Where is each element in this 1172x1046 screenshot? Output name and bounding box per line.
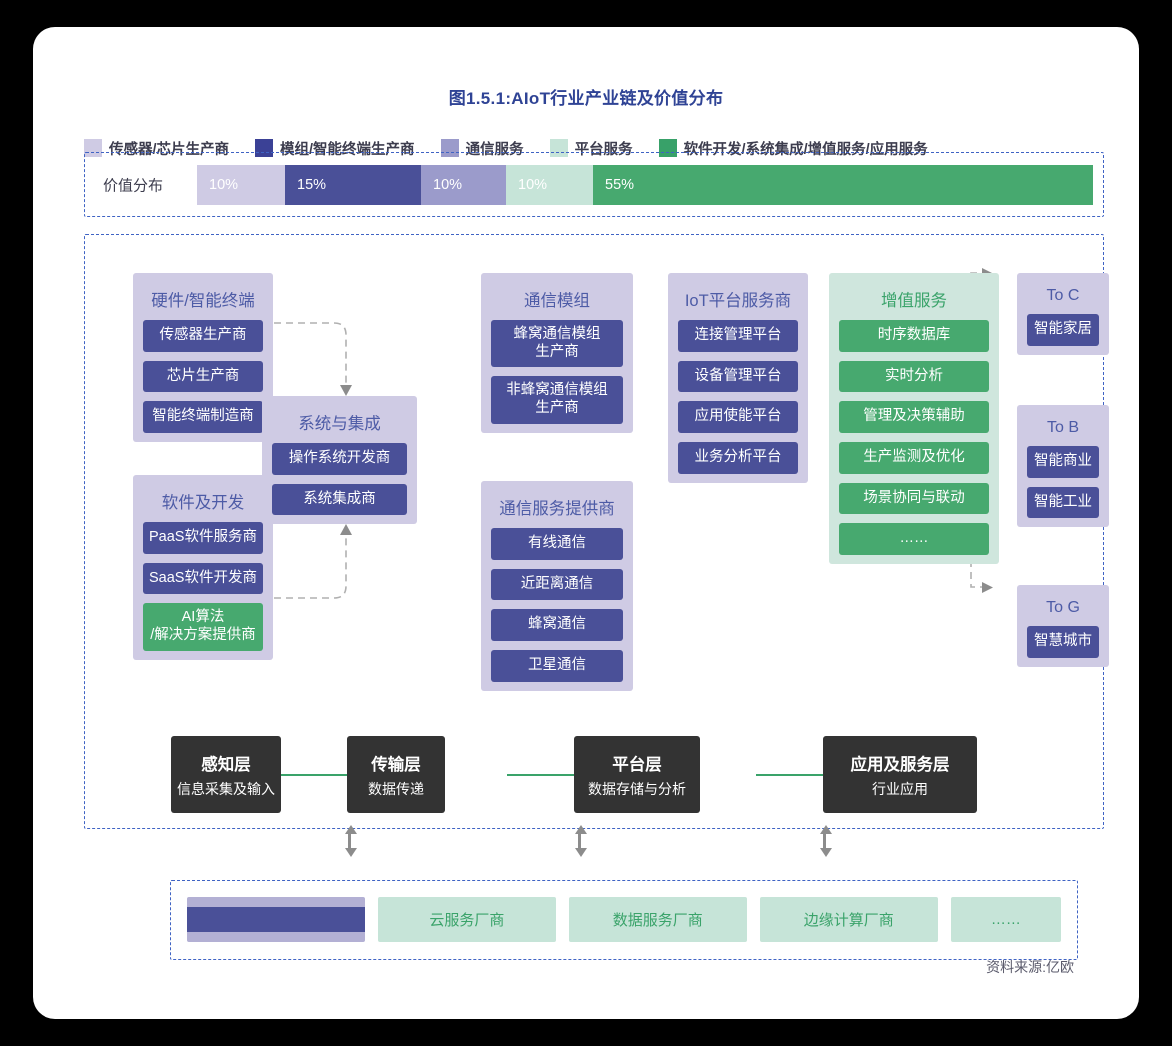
node-smart-home[interactable]: 智能家居	[1027, 314, 1099, 346]
group-software-title: 软件及开发	[161, 494, 245, 512]
group-value-added-services: 增值服务 时序数据库 实时分析 管理及决策辅助 生产监测及优化 场景协同与联动 …	[829, 273, 999, 565]
node-device-mgmt-platform[interactable]: 设备管理平台	[678, 360, 798, 393]
node-timeseries-db[interactable]: 时序数据库	[839, 320, 989, 352]
group-value-added-title: 增值服务	[881, 292, 947, 310]
value-distribution-bar: 10% 15% 10% 10% 55%	[197, 165, 1093, 205]
value-segment-label-1: 15%	[297, 177, 327, 193]
layer-transmission-desc: 数据传递	[368, 780, 424, 797]
value-segment-2: 10%	[421, 165, 506, 205]
group-hardware-title: 硬件/智能终端	[151, 292, 255, 310]
group-comm-service: 通信服务提供商 有线通信 近距离通信 蜂窝通信 卫星通信	[481, 481, 633, 691]
node-cellular-comm[interactable]: 蜂窝通信	[491, 609, 623, 642]
value-segment-label-4: 55%	[605, 177, 635, 193]
node-short-range-comm[interactable]: 近距离通信	[491, 568, 623, 601]
value-distribution-label: 价值分布	[103, 177, 164, 194]
node-os-developer[interactable]: 操作系统开发商	[272, 443, 407, 475]
value-segment-1: 15%	[285, 165, 421, 205]
layer-link-3	[756, 774, 824, 776]
group-comm-service-title: 通信服务提供商	[499, 500, 615, 518]
value-segment-label-3: 10%	[518, 177, 548, 193]
legend-label-comm: 通信服务	[465, 141, 524, 158]
group-system-integration: 系统与集成 操作系统开发商 系统集成商	[262, 396, 417, 525]
legend-label-software: 软件开发/系统集成/增值服务/应用服务	[683, 141, 928, 158]
value-segment-0: 10%	[197, 165, 285, 205]
layer-platform-desc: 数据存储与分析	[588, 780, 686, 797]
group-software: 软件及开发 PaaS软件服务商 SaaS软件开发商 AI算法 /解决方案提供商	[133, 475, 273, 660]
node-smart-city[interactable]: 智慧城市	[1027, 626, 1099, 658]
node-noncellular-module-line1: 非蜂窝通信模组	[506, 382, 608, 399]
value-segment-4: 55%	[593, 165, 1093, 205]
infra-cell-cloud-provider[interactable]: 云服务厂商	[377, 897, 556, 942]
node-ai-algorithm-line2: /解决方案提供商	[150, 627, 256, 644]
layer-transmission[interactable]: 传输层 数据传递	[347, 736, 445, 813]
node-production-monitoring[interactable]: 生产监测及优化	[839, 442, 989, 474]
node-chip-maker[interactable]: 芯片生产商	[143, 360, 263, 393]
node-system-integrator[interactable]: 系统集成商	[272, 483, 407, 516]
group-to-c-title: To C	[1046, 287, 1080, 304]
page-title: 图1.5.1:AIoT行业产业链及价值分布	[448, 89, 724, 108]
node-mgmt-decision-support[interactable]: 管理及决策辅助	[839, 401, 989, 434]
node-saas-provider[interactable]: SaaS软件开发商	[143, 562, 263, 595]
group-hardware: 硬件/智能终端 传感器生产商 芯片生产商 智能终端制造商	[133, 273, 273, 443]
node-cellular-module-line1: 蜂窝通信模组	[513, 326, 601, 342]
legend-label-module: 模组/智能终端生产商	[280, 141, 415, 158]
layer-perception-name: 感知层	[201, 755, 251, 774]
node-sensor-maker[interactable]: 传感器生产商	[143, 320, 263, 352]
infra-cell-more[interactable]: ……	[950, 897, 1061, 942]
infra-cell-edge-provider[interactable]: 边缘计算厂商	[759, 897, 938, 942]
chart-card: 图1.5.1:AIoT行业产业链及价值分布 传感器/芯片生产商 模组/智能终端生…	[33, 27, 1139, 1019]
group-system-integration-title: 系统与集成	[298, 415, 381, 433]
infra-connector-arrows	[345, 825, 832, 857]
group-to-c: To C 智能家居	[1017, 273, 1109, 355]
group-iot-platform: IoT平台服务商 连接管理平台 设备管理平台 应用使能平台 业务分析平台	[668, 273, 808, 483]
value-segment-label-0: 10%	[209, 177, 239, 193]
legend-label-platform: 平台服务	[574, 141, 633, 158]
layer-perception[interactable]: 感知层 信息采集及输入	[171, 736, 281, 813]
group-to-b-title: To B	[1046, 419, 1079, 436]
group-to-g-title: To G	[1046, 599, 1080, 616]
node-business-analytics-platform[interactable]: 业务分析平台	[678, 442, 798, 474]
layer-link-1	[280, 774, 348, 776]
infrastructure-row: 云服务厂商 数据服务厂商 边缘计算厂商 ……	[187, 897, 1061, 942]
node-smart-industry[interactable]: 智能工业	[1027, 486, 1099, 519]
legend-label-sensor: 传感器/芯片生产商	[109, 141, 230, 158]
group-iot-platform-title: IoT平台服务商	[684, 292, 792, 310]
node-paas-provider[interactable]: PaaS软件服务商	[143, 522, 263, 554]
node-noncellular-module-line2: 生产商	[535, 400, 579, 417]
node-connection-mgmt-platform[interactable]: 连接管理平台	[678, 320, 798, 352]
layer-link-2	[507, 774, 575, 776]
layer-transmission-name: 传输层	[371, 755, 421, 774]
industry-chain-area: 硬件/智能终端 传感器生产商 芯片生产商 智能终端制造商 软件及开发 PaaS软…	[84, 234, 1109, 829]
node-wired-comm[interactable]: 有线通信	[491, 528, 623, 560]
group-comm-module-title: 通信模组	[524, 292, 590, 310]
node-noncellular-module-maker[interactable]: 非蜂窝通信模组 生产商	[491, 376, 623, 424]
value-distribution-band: 价值分布 10% 15% 10% 10% 55%	[84, 152, 1104, 217]
node-smart-commerce[interactable]: 智能商业	[1027, 446, 1099, 478]
group-to-b: To B 智能商业 智能工业	[1017, 405, 1109, 528]
node-smart-terminal-maker[interactable]: 智能终端制造商	[143, 401, 263, 434]
node-satellite-comm[interactable]: 卫星通信	[491, 650, 623, 682]
infrastructure-band: 云服务厂商 数据服务厂商 边缘计算厂商 ……	[170, 880, 1078, 960]
layer-platform-name: 平台层	[612, 755, 662, 774]
node-cellular-module-line2: 生产商	[535, 343, 579, 360]
node-app-enablement-platform[interactable]: 应用使能平台	[678, 401, 798, 434]
node-scenario-coordination[interactable]: 场景协同与联动	[839, 482, 989, 515]
infra-cell-data-provider[interactable]: 数据服务厂商	[568, 897, 747, 942]
node-realtime-analytics[interactable]: 实时分析	[839, 360, 989, 393]
layer-perception-desc: 信息采集及输入	[177, 780, 275, 797]
layer-application-name: 应用及服务层	[850, 755, 950, 774]
node-cellular-module-maker[interactable]: 蜂窝通信模组 生产商	[491, 320, 623, 368]
value-segment-label-2: 10%	[433, 177, 463, 193]
infra-cell-redacted[interactable]	[187, 897, 365, 942]
layer-application-desc: 行业应用	[872, 780, 928, 797]
node-ai-algorithm-provider[interactable]: AI算法 /解决方案提供商	[143, 603, 263, 651]
value-segment-3: 10%	[506, 165, 593, 205]
layer-application[interactable]: 应用及服务层 行业应用	[823, 736, 977, 813]
group-comm-module: 通信模组 蜂窝通信模组 生产商 非蜂窝通信模组 生产商	[481, 273, 633, 433]
source-note: 资料来源:亿欧	[986, 959, 1074, 975]
group-to-g: To G 智慧城市	[1017, 585, 1109, 667]
node-ai-algorithm-line1: AI算法	[181, 609, 225, 626]
node-value-added-more[interactable]: ……	[839, 523, 989, 556]
layer-platform[interactable]: 平台层 数据存储与分析	[574, 736, 700, 813]
